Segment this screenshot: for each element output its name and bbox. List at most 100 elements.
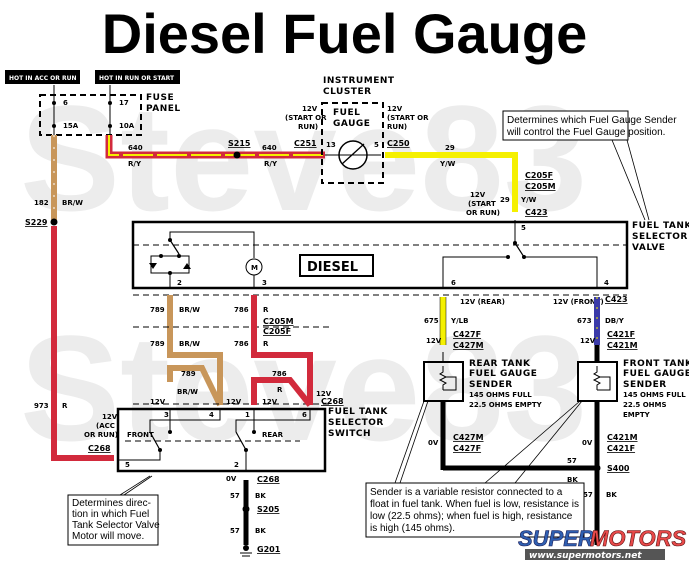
front-sender-label: SENDER [623, 380, 667, 390]
voltage-label: (ACC [96, 422, 115, 430]
voltage-label: 12V [226, 398, 242, 406]
connector-c423: C423 [525, 208, 548, 217]
logo-url-bg [525, 549, 665, 560]
wire-786 [251, 377, 313, 407]
fuse-number: 17 [119, 99, 129, 107]
pin-number: 5 [374, 141, 379, 149]
connector-s205: S205 [257, 505, 280, 514]
wire-number: 29 [445, 144, 455, 152]
connector-c205m: C205M [525, 182, 556, 191]
fuse-rating: 15A [63, 122, 79, 130]
wire-786 [251, 295, 313, 405]
hot-run-start-label: HOT IN RUN OR START [99, 75, 175, 82]
voltage-label: 12V [387, 105, 403, 113]
wire-number: 182 [34, 199, 49, 207]
switch-rear-label: REAR [262, 431, 284, 439]
voltage-label: OR RUN) [466, 209, 500, 217]
page-title: Diesel Fuel Gauge [101, 2, 588, 65]
voltage-label: (START OR [285, 114, 327, 122]
pin-number: 2 [177, 279, 182, 287]
wire-number: 786 [234, 306, 249, 314]
switch-note-text: tion in which Fuel [72, 509, 149, 520]
diesel-label: DIESEL [307, 260, 358, 275]
wire-color: Y/LB [450, 317, 468, 325]
switch-note-box [67, 494, 159, 546]
diode-icon [183, 263, 191, 269]
valve-note-text: Determines which Fuel Gauge Sender [507, 115, 677, 126]
voltage-label: 12V [302, 105, 318, 113]
wire-color: BR/W [179, 340, 200, 348]
connector-c421m: C421M [607, 341, 638, 350]
hot-acc-run-badge [5, 70, 80, 84]
front-sender-spec: 145 OHMS FULL [623, 391, 686, 399]
cluster-label: INSTRUMENT [323, 76, 395, 86]
fuse-node [108, 124, 112, 128]
fuse-number: 6 [63, 99, 68, 107]
voltage-label: (START [468, 200, 496, 208]
wire-color: BR/W [179, 306, 200, 314]
diode-icon [149, 263, 157, 269]
wire-number: 57 [230, 527, 240, 535]
wire-973 [51, 226, 114, 461]
voltage-label: RUN) [298, 123, 318, 131]
wire-color: BK [255, 492, 266, 500]
wire-number: 973 [34, 402, 49, 410]
wire-number: 675 [424, 317, 439, 325]
fuse-rating: 10A [119, 122, 135, 130]
connector-c250: C250 [387, 139, 410, 148]
wire-color: BK [567, 476, 578, 484]
sender-note-text: low (22.5 ohms); when fuel is high, resi… [370, 511, 573, 522]
valve-label: FUEL TANK [632, 221, 689, 231]
rear-sender-spec: 145 OHMS FULL [469, 391, 532, 399]
front-sender-spec: EMPTY [623, 411, 651, 419]
connector-c421f: C421F [607, 444, 635, 453]
ground-icon [243, 545, 249, 551]
watermark-text: Steve83 [20, 304, 587, 472]
wire-29 [385, 152, 518, 212]
wire-color: BK [606, 491, 617, 499]
logo-super: SUPER [518, 526, 594, 551]
pin-number: 13 [326, 141, 336, 149]
voltage-label: (START OR [387, 114, 429, 122]
sender-note-text: Sender is a variable resistor connected … [370, 487, 563, 498]
logo-url: www.supermotors.net [529, 551, 642, 561]
connector-g201: G201 [257, 545, 281, 554]
switch-front-label: FRONT [127, 431, 154, 439]
wire-color: BR/W [177, 388, 198, 396]
wire-number: 57 [230, 492, 240, 500]
pin-number: 4 [604, 279, 609, 287]
fuel-tank-selector-switch-box [116, 407, 327, 473]
connector-c268: C268 [257, 475, 280, 484]
pin-number: 5 [125, 461, 130, 469]
motor-label: M [251, 264, 258, 272]
switch-label: FUEL TANK [328, 407, 388, 417]
pin-number: 6 [302, 411, 307, 419]
rear-sender-spec: 22.5 OHMS EMPTY [469, 401, 543, 409]
front-sender-spec: 22.5 OHMS [623, 401, 667, 409]
front-sender-label: FRONT TANK [623, 359, 689, 369]
connector-c268: C268 [321, 397, 344, 406]
pin-number: 5 [521, 224, 526, 232]
resistor-icon [438, 366, 448, 390]
wire-number: 57 [583, 491, 593, 499]
fuel-tank-selector-valve-box [131, 220, 629, 290]
voltage-label: 12V [470, 191, 486, 199]
logo-motors: MOTORS [590, 526, 686, 551]
connector-s215: S215 [228, 139, 251, 148]
connector-c427f: C427F [453, 444, 481, 453]
splice-s229 [50, 218, 58, 226]
wire-color: R [263, 306, 269, 314]
valve-note-box [502, 110, 629, 141]
pin-number: 4 [209, 411, 214, 419]
connector-c427f: C427F [453, 330, 481, 339]
voltage-label: 12V [262, 398, 278, 406]
wire-number: 789 [150, 306, 165, 314]
wire-number: 789 [181, 370, 196, 378]
switch-label: SWITCH [328, 429, 371, 439]
voltage-label: 12V (FRONT) [553, 298, 604, 306]
sender-note-text: float in fuel tank. When fuel is low, re… [370, 499, 579, 510]
wire-number: 786 [272, 370, 287, 378]
connector-c421f: C421F [607, 330, 635, 339]
connector-c205f: C205F [263, 327, 291, 336]
